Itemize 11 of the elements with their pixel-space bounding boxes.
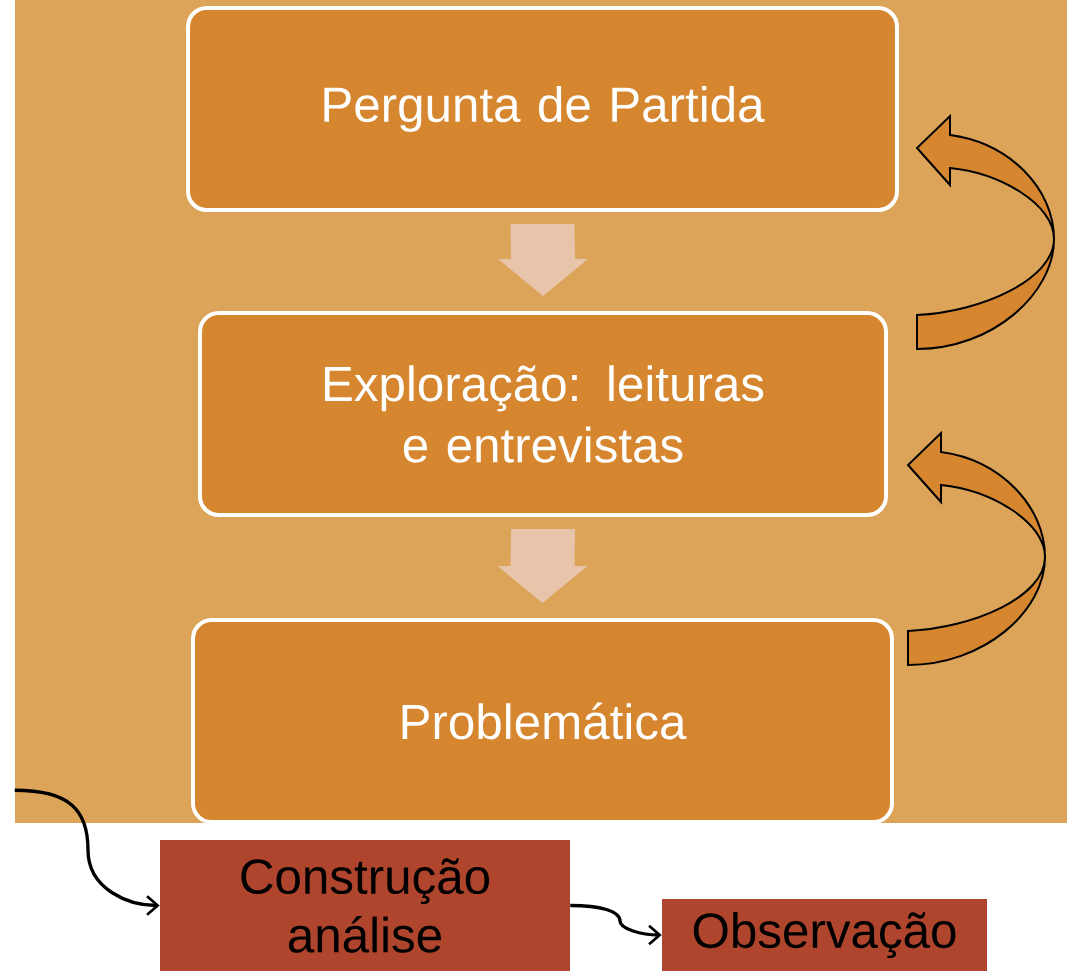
step-box: Construção análise bbox=[160, 840, 570, 971]
arrow bbox=[570, 903, 662, 946]
curved-arrow bbox=[907, 432, 1046, 666]
arrow bbox=[14, 788, 160, 916]
block-arrow bbox=[497, 529, 588, 603]
block-arrow bbox=[498, 224, 588, 296]
process-box: Problemática bbox=[191, 618, 894, 824]
curved-arrow bbox=[916, 115, 1055, 350]
process-box: Exploração: leituras e entrevistas bbox=[198, 311, 888, 517]
process-box: Pergunta de Partida bbox=[186, 6, 899, 212]
step-box: Observação bbox=[662, 899, 987, 971]
